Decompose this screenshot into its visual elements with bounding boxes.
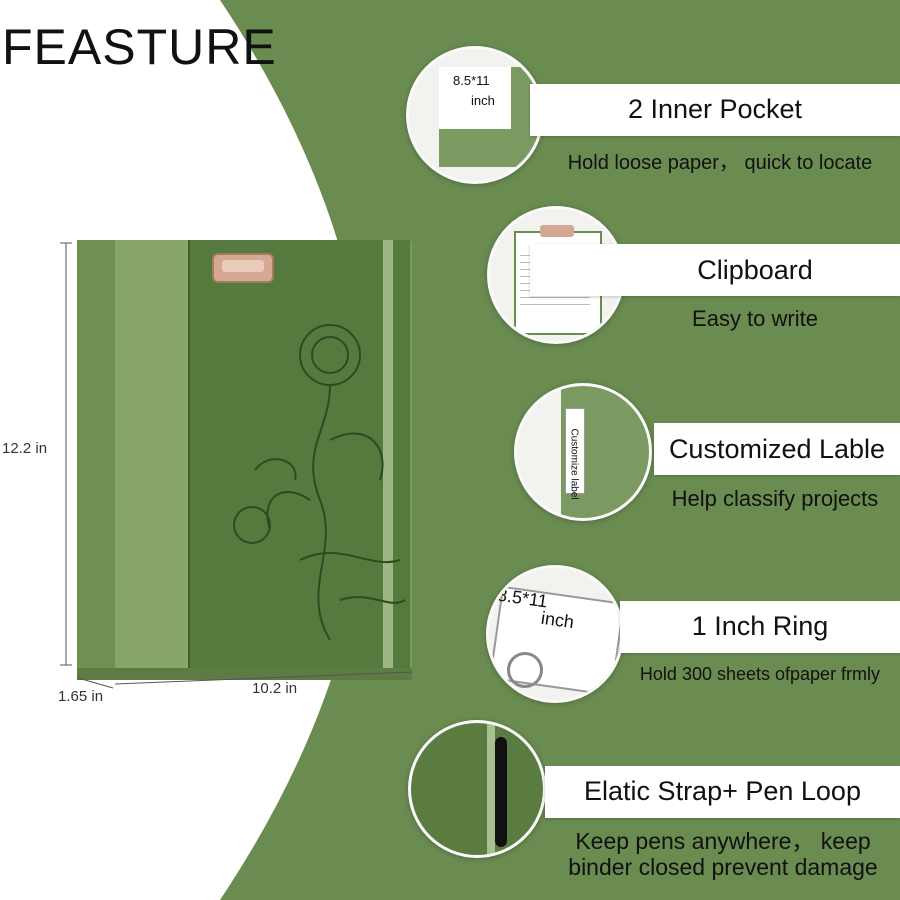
- feature-subtitle-ring: Hold 300 sheets ofpaper frmly: [639, 664, 881, 684]
- dimension-lines: [60, 242, 413, 689]
- feature-band-pen-loop: [545, 766, 900, 818]
- pocket-unit-text: inch: [471, 93, 495, 108]
- label-inset-text: Customize label: [568, 428, 580, 500]
- feature-title-pen-loop: Elatic Strap+ Pen Loop: [584, 776, 861, 806]
- height-label: 12.2 in: [2, 440, 48, 457]
- depth-label: 1.65 in: [58, 688, 104, 705]
- feature-image-custom-label: Customize label: [514, 383, 652, 521]
- feature-image-pen-loop: [408, 720, 546, 858]
- feature-image-ring: 8.5*11 inch: [486, 565, 624, 703]
- feature-subtitle-pen-loop-line1: Keep pens anywhere， keep: [575, 828, 871, 854]
- feature-title-ring: 1 Inch Ring: [691, 611, 829, 641]
- brand-logo: FEASTURE: [2, 19, 277, 75]
- ring-unit-text: inch: [539, 607, 576, 633]
- feature-subtitle-pen-loop-line2: binder closed prevent damage: [568, 854, 878, 880]
- pocket-size-text: 8.5*11: [453, 73, 490, 88]
- feature-title-inner-pocket: 2 Inner Pocket: [627, 94, 803, 124]
- feature-band-custom-label: [654, 423, 900, 475]
- feature-subtitle-custom-label: Help classify projects: [671, 486, 879, 511]
- binder-illustration: [77, 240, 412, 680]
- feature-subtitle-clipboard: Easy to write: [692, 306, 818, 331]
- feature-band-ring: [620, 601, 900, 653]
- width-label: 10.2 in: [252, 680, 298, 697]
- feature-band-inner-pocket: [530, 84, 900, 136]
- feature-subtitle-inner-pocket: Hold loose paper， quick to locate: [567, 152, 873, 174]
- feature-title-custom-label: Customized Lable: [668, 434, 886, 464]
- feature-band-clipboard: [530, 244, 900, 296]
- feature-title-clipboard: Clipboard: [697, 255, 813, 285]
- feature-image-inner-pocket: 8.5*11 inch: [406, 46, 544, 184]
